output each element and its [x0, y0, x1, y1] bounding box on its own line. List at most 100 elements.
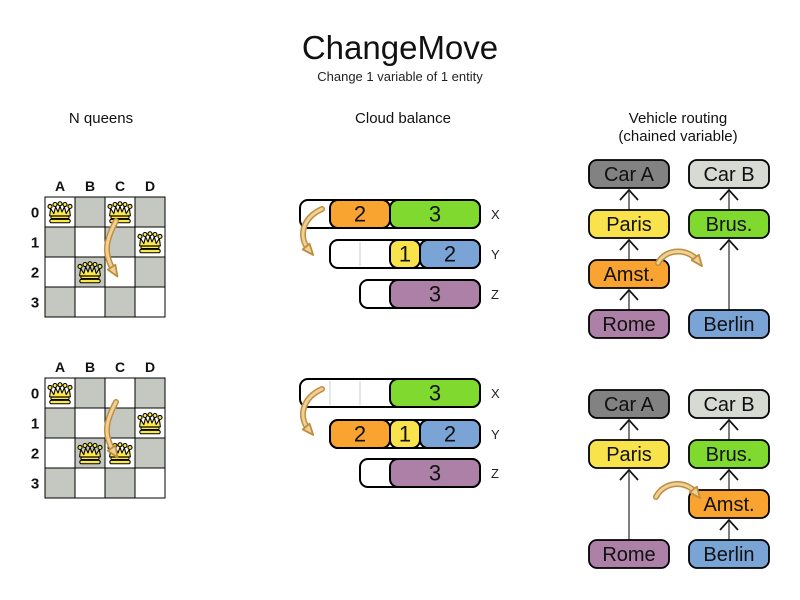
- process-value: 2: [354, 202, 366, 227]
- board-cell: [74, 196, 106, 228]
- board-row-label: 1: [31, 235, 39, 252]
- computer-label: Y: [491, 427, 500, 442]
- board-cell: [44, 256, 76, 288]
- board-cell: [104, 377, 136, 409]
- chevron-up-icon: [619, 418, 639, 431]
- customer-box: [588, 309, 670, 339]
- customer-box: [588, 209, 670, 239]
- customer-box: [688, 489, 770, 519]
- queen-icon: [137, 412, 163, 435]
- vehicle-routing-header-line1: Vehicle routing: [628, 110, 728, 127]
- board-cell: [44, 286, 76, 318]
- board-cell: [74, 467, 106, 499]
- vehicle-routing-header-line2: (chained variable): [618, 128, 738, 145]
- queen-icon: [107, 201, 133, 224]
- node-label: Rome: [602, 314, 655, 336]
- node-label: Berlin: [703, 544, 754, 566]
- board-cell: [134, 377, 166, 409]
- process-value: 3: [429, 282, 441, 307]
- move-arrow: [301, 387, 324, 436]
- customer-box: [688, 539, 770, 569]
- node-label: Rome: [602, 544, 655, 566]
- customer-box: [588, 439, 670, 469]
- page-title: ChangeMove: [301, 29, 499, 66]
- move-arrow: [105, 400, 119, 459]
- chevron-up-icon: [619, 188, 639, 201]
- process-block: [389, 458, 481, 488]
- move-arrow: [105, 219, 119, 278]
- queen-icon: [137, 231, 163, 254]
- node-label: Paris: [606, 444, 652, 466]
- board-cell: [134, 256, 166, 288]
- process-value: 2: [354, 422, 366, 447]
- chevron-up-icon: [619, 238, 639, 251]
- board-cell: [74, 286, 106, 318]
- node-label: Car B: [703, 394, 754, 416]
- board-column-label: C: [115, 359, 125, 375]
- chevron-up-icon: [719, 518, 739, 531]
- vehicle-box: [688, 159, 770, 189]
- board-column-label: D: [145, 359, 155, 375]
- move-arrow: [301, 207, 324, 256]
- board-cell: [74, 226, 106, 258]
- queen-icon: [47, 201, 73, 224]
- vehicle-box: [588, 389, 670, 419]
- customer-box: [588, 259, 670, 289]
- board-cell: [134, 437, 166, 469]
- process-block: [419, 239, 481, 269]
- computer-label: X: [491, 207, 500, 222]
- board-row-label: 3: [31, 295, 39, 312]
- board-column-label: D: [145, 178, 155, 194]
- board-row-label: 0: [31, 205, 39, 222]
- computer-label: Z: [491, 287, 499, 302]
- chevron-up-icon: [719, 238, 739, 251]
- board-row-label: 2: [31, 446, 39, 463]
- nqueens-board: A B C D 0 1 2 3: [31, 359, 166, 499]
- process-value: 1: [399, 242, 411, 267]
- customer-box: [688, 309, 770, 339]
- node-label: Berlin: [703, 314, 754, 336]
- board-cell: [44, 437, 76, 469]
- board-row-label: 0: [31, 386, 39, 403]
- column-header-cloud-balance: Cloud balance: [355, 110, 451, 127]
- customer-box: [688, 439, 770, 469]
- board-cell: [44, 226, 76, 258]
- board-cell: [104, 286, 136, 318]
- node-label: Car A: [604, 394, 655, 416]
- chevron-up-icon: [719, 418, 739, 431]
- column-header-vehicle-routing: Vehicle routing (chained variable): [618, 110, 737, 146]
- board-cell: [134, 196, 166, 228]
- board-column-label: C: [115, 178, 125, 194]
- queen-icon: [77, 261, 103, 284]
- chevron-up-icon: [619, 468, 639, 481]
- process-value: 3: [429, 381, 441, 406]
- board-row-label: 1: [31, 416, 39, 433]
- queen-icon: [47, 382, 73, 405]
- node-label: Car A: [604, 164, 655, 186]
- board-cell: [74, 377, 106, 409]
- process-value: 1: [399, 422, 411, 447]
- process-value: 2: [444, 242, 456, 267]
- board-cell: [104, 467, 136, 499]
- board-column-label: B: [85, 359, 95, 375]
- chevron-up-icon: [719, 468, 739, 481]
- process-block: [419, 419, 481, 449]
- board-cell: [44, 407, 76, 439]
- node-label: Amst.: [603, 264, 654, 286]
- node-label: Amst.: [703, 494, 754, 516]
- page-subtitle: Change 1 variable of 1 entity: [317, 69, 483, 84]
- board-cell: [134, 286, 166, 318]
- computer-label: X: [491, 386, 500, 401]
- vehicle-box: [688, 389, 770, 419]
- board-cell: [44, 467, 76, 499]
- process-block: [389, 378, 481, 408]
- board-row-label: 3: [31, 476, 39, 493]
- board-column-label: A: [55, 359, 65, 375]
- customer-box: [688, 209, 770, 239]
- process-value: 3: [429, 461, 441, 486]
- vehicle-box: [588, 159, 670, 189]
- board-cell: [134, 467, 166, 499]
- chevron-up-icon: [719, 188, 739, 201]
